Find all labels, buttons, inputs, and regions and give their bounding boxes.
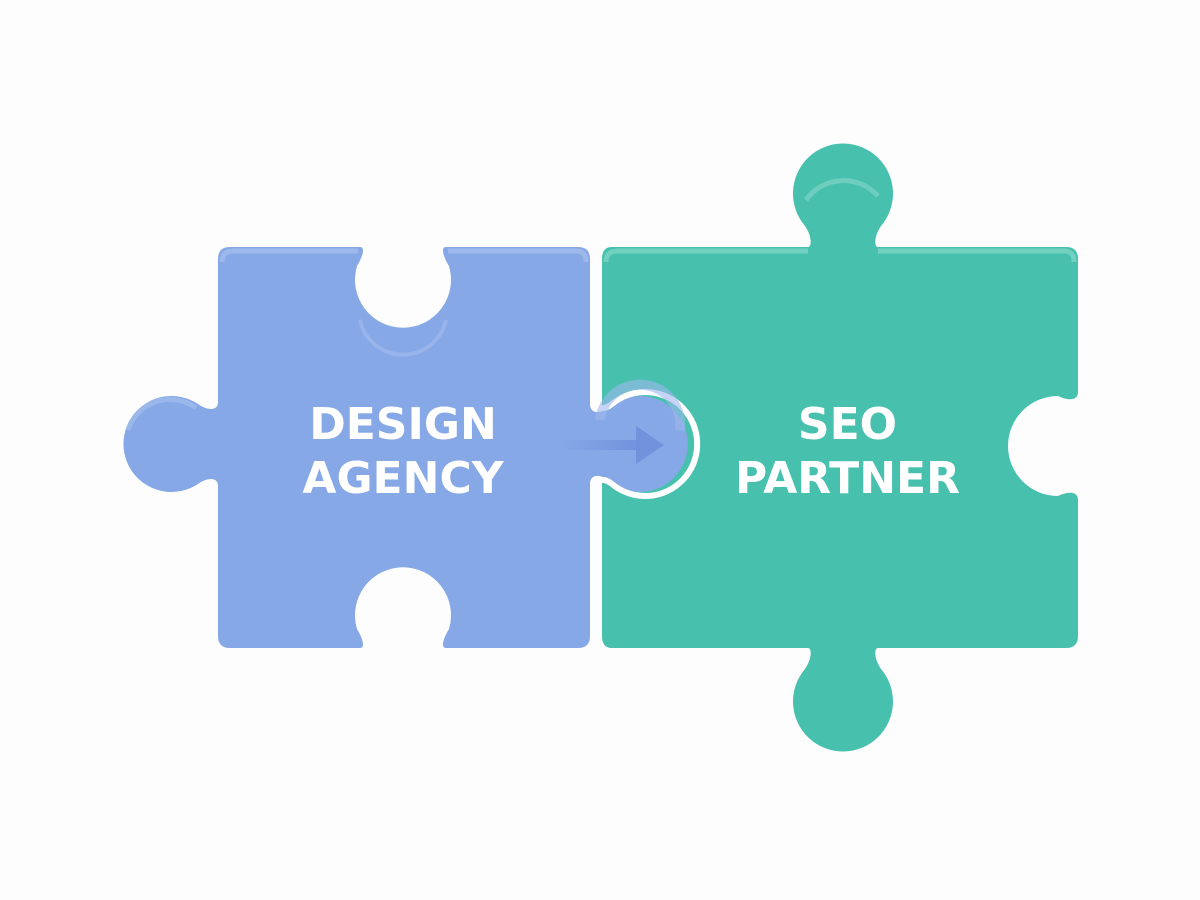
arrow-right-icon (560, 426, 664, 464)
label-line: PARTNER (735, 453, 960, 504)
label-design-agency: DESIGN AGENCY (278, 398, 528, 506)
puzzle-piece-design-agency (123, 247, 701, 648)
puzzle-piece-seo-partner (602, 143, 1078, 752)
label-seo-partner: SEO PARTNER (715, 398, 980, 506)
label-line: DESIGN (309, 399, 497, 450)
label-line: AGENCY (302, 453, 504, 504)
label-line: SEO (797, 399, 898, 450)
